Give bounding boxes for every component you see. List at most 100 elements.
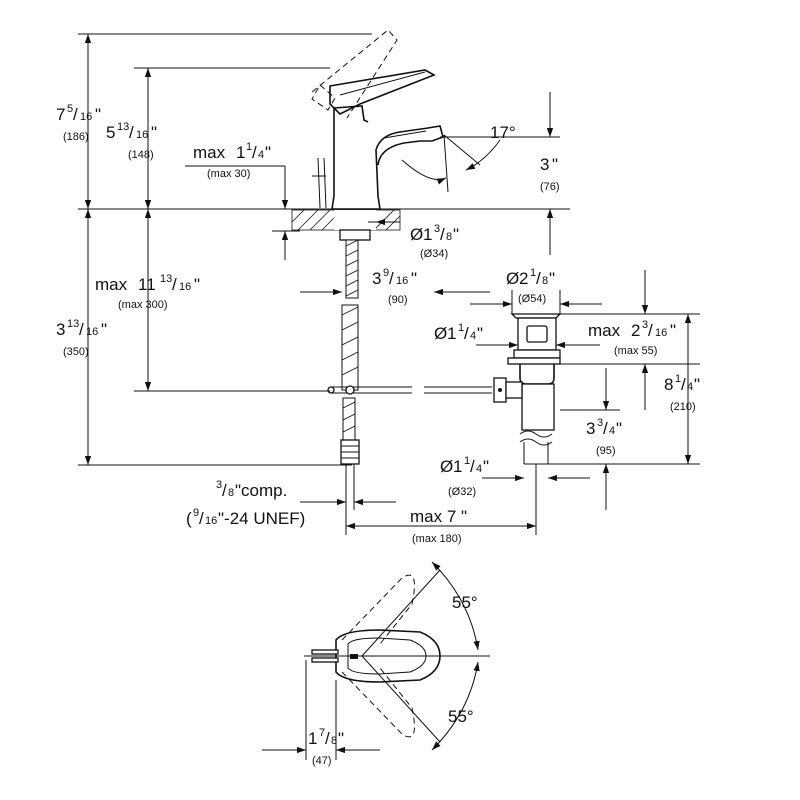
svg-text:/: / [325, 729, 330, 748]
dim-basin-thickness: max 2 3 / 16 " (max 55) [588, 319, 676, 357]
svg-text:Ø: Ø [506, 269, 519, 288]
svg-text:16: 16 [86, 326, 98, 338]
svg-text:9: 9 [383, 267, 389, 279]
svg-text:": " [265, 143, 271, 162]
svg-text:max: max [95, 275, 128, 294]
svg-text:9: 9 [193, 507, 199, 519]
svg-text:(max 300): (max 300) [118, 299, 168, 311]
svg-text:/: / [73, 105, 78, 124]
svg-text:/: / [199, 509, 204, 528]
popup-rod [312, 157, 327, 209]
svg-text:7: 7 [56, 105, 65, 124]
svg-text:1: 1 [308, 729, 317, 748]
dim-supply-length: 3 13 / 16 " (350) [56, 318, 107, 358]
dim-max-span: max 7 " (max 180) [410, 507, 467, 545]
faucet-top-view [262, 561, 490, 760]
svg-text:16: 16 [205, 515, 217, 527]
svg-text:1: 1 [458, 322, 464, 334]
svg-text:1: 1 [464, 455, 470, 467]
svg-text:Ø: Ø [434, 324, 447, 343]
svg-text:1: 1 [246, 141, 252, 153]
svg-text:7: 7 [319, 727, 325, 739]
svg-text:/: / [464, 324, 469, 343]
dim-spout-height: 5 13 / 16 " (148) [106, 121, 157, 161]
dim-spout-angle: 17° [490, 123, 516, 142]
svg-text:3: 3 [586, 419, 595, 438]
svg-text:1: 1 [530, 267, 536, 279]
dim-swing-top: 55° [452, 593, 478, 612]
svg-text:": " [194, 275, 200, 294]
dim-connection: 3 / 8 "comp. [216, 479, 287, 500]
svg-text:(max 55): (max 55) [614, 345, 657, 357]
svg-text:16: 16 [179, 281, 191, 293]
svg-text:/: / [222, 481, 227, 500]
popup-drain [493, 313, 562, 520]
svg-text:16: 16 [136, 129, 148, 141]
svg-text:13: 13 [160, 273, 172, 285]
handle-raised-outline [311, 29, 398, 119]
svg-text:3: 3 [434, 223, 440, 235]
dim-deck-thickness: max 1 1 / 4 " (max 30) [193, 141, 271, 180]
svg-text:16: 16 [80, 111, 92, 123]
svg-text:": " [101, 320, 107, 339]
svg-text:4: 4 [476, 463, 482, 475]
svg-text:": " [616, 419, 622, 438]
svg-text:/: / [470, 457, 475, 476]
svg-text:": " [694, 375, 700, 394]
dim-rod-offset: 3 9 / 16 " (90) [372, 267, 417, 306]
dim-drain-height: 8 1 / 4 " (210) [664, 373, 700, 413]
handle-lever [329, 69, 436, 115]
svg-text:8: 8 [542, 275, 548, 287]
svg-text:/: / [603, 419, 608, 438]
svg-text:": " [670, 321, 676, 340]
svg-text:": " [552, 155, 558, 174]
svg-text:"comp.: "comp. [235, 481, 287, 500]
svg-text:3: 3 [372, 269, 381, 288]
svg-text:3: 3 [597, 417, 603, 429]
svg-text:Ø: Ø [440, 457, 453, 476]
svg-text:"-24 UNEF): "-24 UNEF) [218, 509, 305, 528]
svg-text:": " [151, 123, 157, 142]
svg-text:3: 3 [540, 155, 549, 174]
svg-text:13: 13 [117, 121, 129, 133]
dim-mount-hole: Ø 1 3 / 8 " (Ø34) [410, 223, 459, 260]
svg-text:8: 8 [228, 487, 234, 499]
svg-text:": " [549, 269, 555, 288]
svg-text:13: 13 [67, 318, 79, 330]
svg-text:/: / [681, 375, 686, 394]
svg-text:5: 5 [106, 123, 115, 142]
svg-text:(Ø34): (Ø34) [420, 248, 448, 260]
dim-tailpiece-offset: 3 3 / 4 " (95) [586, 417, 622, 457]
svg-text:/: / [252, 143, 257, 162]
dim-thread: ( 9 / 16 "-24 UNEF) [186, 507, 305, 528]
dim-drain-body: Ø 1 1 / 4 " [434, 322, 483, 343]
dimension-lines [78, 33, 700, 535]
svg-text:4: 4 [258, 149, 264, 161]
svg-text:(350): (350) [63, 346, 89, 358]
svg-text:2: 2 [519, 269, 528, 288]
svg-text:8: 8 [446, 231, 452, 243]
svg-text:(Ø54): (Ø54) [518, 293, 546, 305]
svg-text:(47): (47) [312, 755, 332, 767]
popup-linkage [327, 385, 492, 395]
svg-text:8: 8 [664, 375, 673, 394]
dim-spout-reach: 3 " (76) [540, 155, 560, 193]
svg-text:max 7 ": max 7 " [410, 507, 467, 526]
svg-text:4: 4 [609, 425, 615, 437]
svg-text:/: / [440, 225, 445, 244]
svg-text:1: 1 [453, 457, 462, 476]
svg-text:": " [483, 457, 489, 476]
svg-text:(186): (186) [63, 131, 89, 143]
deck-section [291, 209, 401, 241]
svg-text:11: 11 [138, 275, 156, 294]
svg-text:(76): (76) [540, 181, 560, 193]
svg-text:": " [338, 729, 344, 748]
dim-overall-height: 7 5 / 16 " (186) [56, 103, 101, 143]
svg-text:/: / [129, 123, 134, 142]
svg-text:1: 1 [447, 324, 456, 343]
svg-text:(max 30): (max 30) [207, 168, 250, 180]
svg-text:": " [411, 269, 417, 288]
svg-text:5: 5 [67, 103, 73, 115]
svg-text:(148): (148) [128, 149, 154, 161]
svg-text:": " [477, 324, 483, 343]
